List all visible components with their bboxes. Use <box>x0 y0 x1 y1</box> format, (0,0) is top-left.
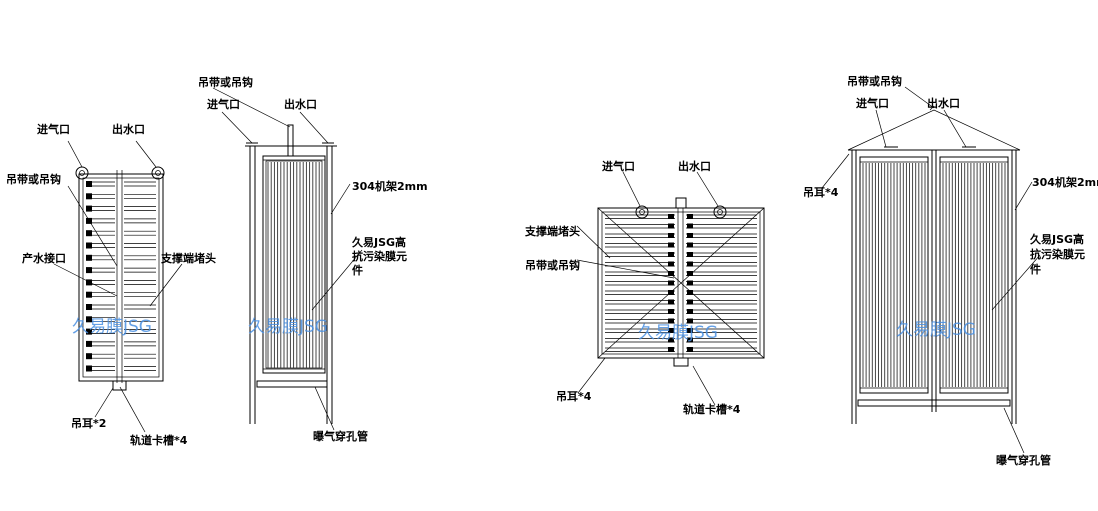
rail-slot-label: 轨道卡槽*4 <box>130 433 188 447</box>
labels-module-b-side: 吊带或吊钩 进气口 出水口 吊耳*4 304机架2mm 久易JSG高 抗污染膜元… <box>803 74 1098 467</box>
water-outlet-label: 出水口 <box>112 122 145 136</box>
membrane-ribs <box>605 214 757 352</box>
labels-module-a-front: 进气口 出水口 吊带或吊钩 产水接口 支撑端堵头 吊耳*2 轨道卡槽*4 久易膜… <box>6 122 216 447</box>
water-outlet-port-icon <box>713 205 727 219</box>
air-inlet-label: 进气口 <box>207 97 240 111</box>
module-a-front-view <box>75 166 165 391</box>
watermark-text: 久易膜JSG <box>248 317 328 337</box>
membrane-element-label-2: 抗污染膜元 <box>1030 247 1085 261</box>
membrane-tubes <box>862 163 1006 387</box>
module-b-side-view <box>847 105 1021 424</box>
membrane-element-label-2: 抗污染膜元 <box>352 249 407 263</box>
watermark-text: 久易膜JSG <box>72 317 152 337</box>
support-end-cap-label: 支撑端堵头 <box>160 251 216 265</box>
sling-or-hook-label: 吊带或吊钩 <box>847 74 902 88</box>
air-inlet-port-icon <box>75 166 89 180</box>
watermark-text: 久易膜JSG <box>638 323 718 343</box>
sling-or-hook-label: 吊带或吊钩 <box>6 172 61 186</box>
labels-module-a-side: 吊带或吊钩 进气口 出水口 304机架2mm 久易JSG高 抗污染膜元 件 曝气… <box>198 75 428 443</box>
air-inlet-label: 进气口 <box>856 96 889 110</box>
module-b-front-view <box>597 197 765 367</box>
membrane-element-label-3: 件 <box>1030 262 1041 276</box>
aeration-pipe-label: 曝气穿孔管 <box>996 453 1051 467</box>
lifting-lug-label: 吊耳*4 <box>556 390 592 403</box>
lifting-lug-label: 吊耳*4 <box>803 186 839 199</box>
sling-or-hook-label: 吊带或吊钩 <box>198 75 253 89</box>
water-outlet-label: 出水口 <box>678 159 711 173</box>
membrane-ribs <box>86 181 156 372</box>
membrane-element-label-3: 件 <box>352 263 363 277</box>
sling-or-hook-label: 吊带或吊钩 <box>525 258 580 272</box>
module-a-side-view <box>245 124 337 424</box>
lifting-lug-label: 吊耳*2 <box>71 417 106 430</box>
air-inlet-label: 进气口 <box>37 122 70 136</box>
watermark-text: 久易膜JSG <box>896 320 976 340</box>
aeration-pipe-label: 曝气穿孔管 <box>313 429 368 443</box>
air-inlet-label: 进气口 <box>602 159 635 173</box>
frame-304-label: 304机架2mm <box>1032 175 1098 189</box>
support-end-cap-label: 支撑端堵头 <box>524 224 580 238</box>
rail-slot-label: 轨道卡槽*4 <box>683 402 741 416</box>
frame-304-label: 304机架2mm <box>352 179 428 193</box>
air-inlet-port-icon <box>635 205 649 219</box>
leader-lines <box>53 86 1041 454</box>
water-outlet-label: 出水口 <box>927 96 960 110</box>
labels-module-b-front: 进气口 出水口 支撑端堵头 吊带或吊钩 吊耳*4 轨道卡槽*4 久易膜JSG <box>524 159 741 416</box>
water-outlet-label: 出水口 <box>284 97 317 111</box>
water-outlet-port-icon <box>151 166 165 180</box>
membrane-tubes <box>267 162 320 368</box>
permeate-port-label: 产水接口 <box>22 251 66 265</box>
membrane-element-label-1: 久易JSG高 <box>1030 232 1084 246</box>
membrane-element-label-1: 久易JSG高 <box>352 235 406 249</box>
